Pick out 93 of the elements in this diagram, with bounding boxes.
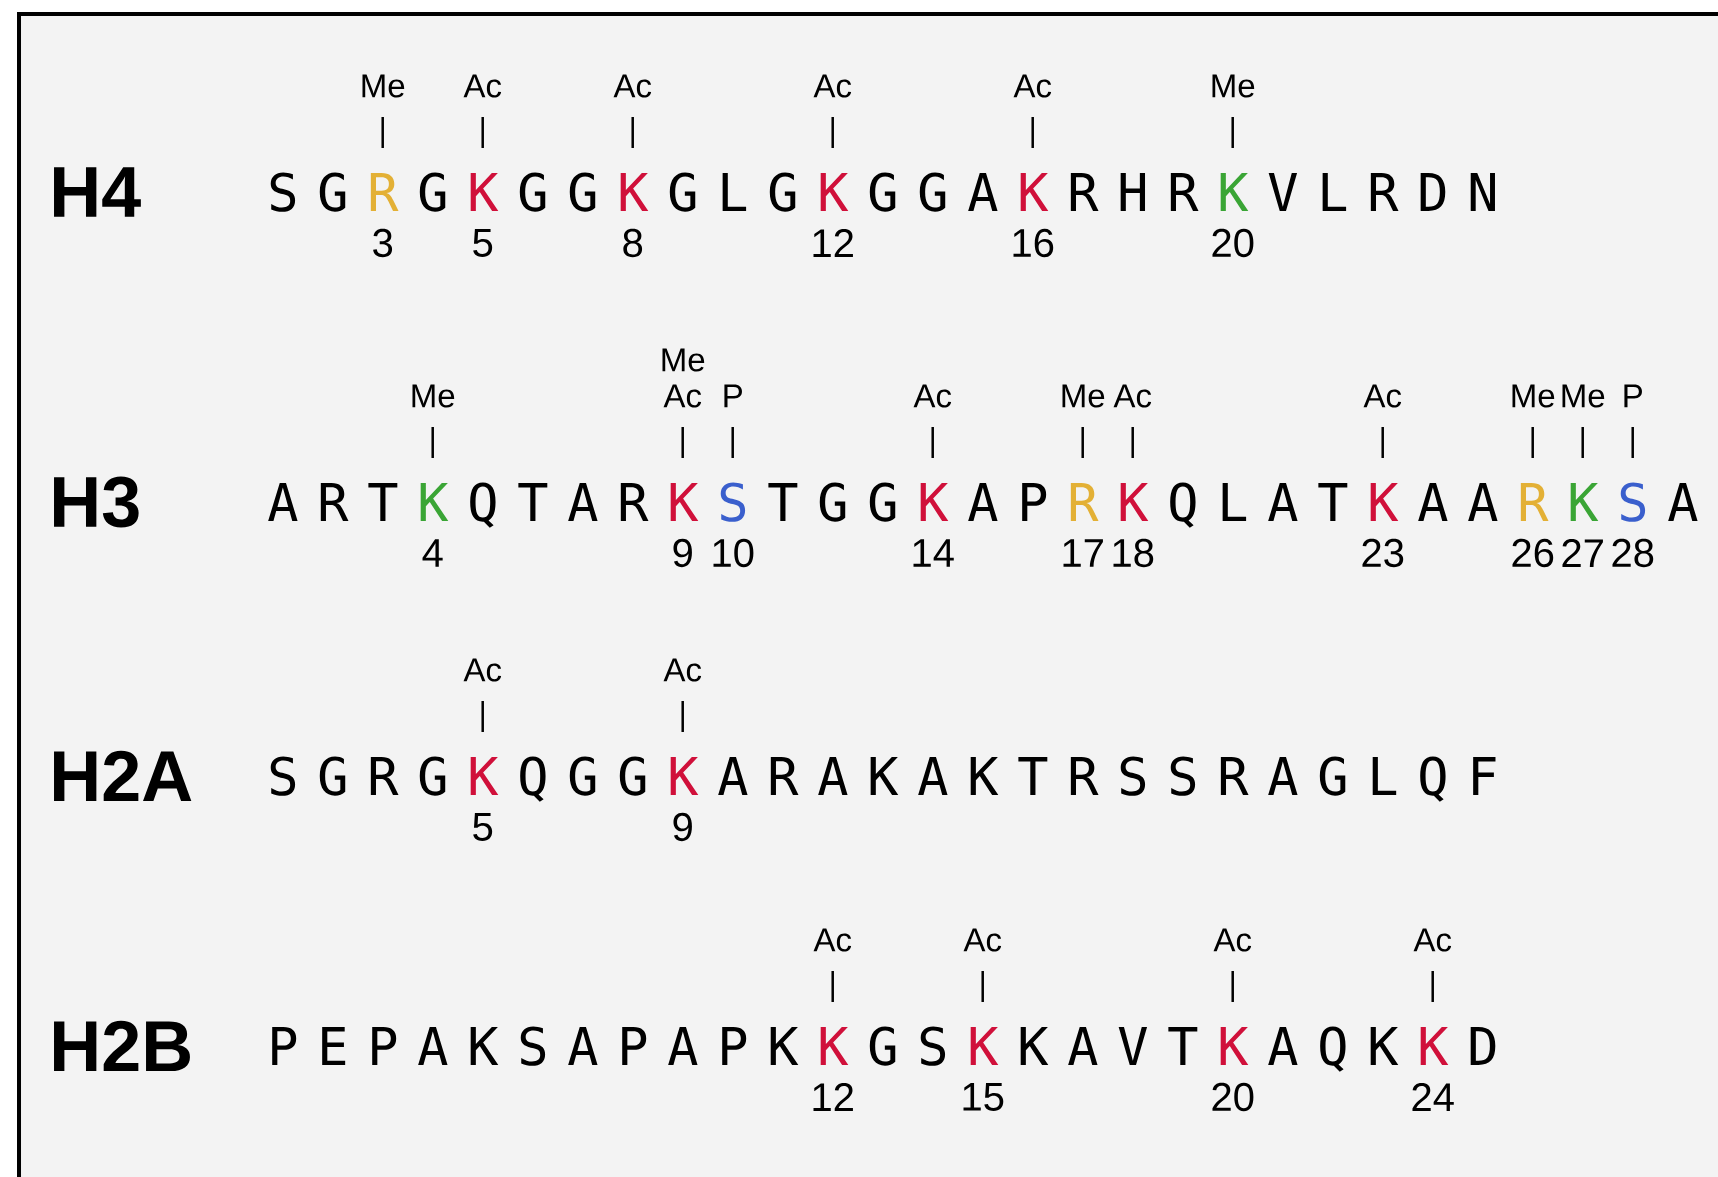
sequence-letters: A R A K A K T R S S R A G L Q F bbox=[718, 756, 1496, 802]
sequence-letters: D bbox=[1470, 1027, 1496, 1065]
sequence-letters: S G R G bbox=[270, 756, 446, 796]
modification-label: Ac bbox=[663, 658, 702, 732]
position-number: 20 bbox=[1212, 1082, 1254, 1112]
modification-label: Ac bbox=[1113, 384, 1152, 458]
position-number: 17 bbox=[1063, 539, 1103, 567]
position-number: 14 bbox=[913, 539, 954, 567]
modification-label: Ac bbox=[463, 74, 502, 148]
sequence-letters: K bbox=[470, 173, 499, 211]
sequence-letters: S bbox=[1620, 482, 1646, 522]
sequence-letters: K bbox=[670, 483, 699, 521]
modification-label: Ac bbox=[663, 384, 702, 458]
sequence-letters: K bbox=[420, 483, 449, 521]
sequence-letters: S G bbox=[270, 172, 346, 212]
sequence-letters: R bbox=[1070, 483, 1099, 521]
sequence-letters: G S bbox=[869, 1026, 946, 1066]
modification-label: Ac bbox=[1013, 74, 1052, 148]
sequence-letters: K bbox=[1220, 173, 1249, 211]
sequence-letters: K bbox=[1420, 1027, 1449, 1065]
histone-label: H3 bbox=[54, 476, 139, 528]
sequence-letters: P E P A K S A P A P K bbox=[272, 1026, 799, 1066]
sequence-letters: K bbox=[1120, 483, 1149, 521]
modification-label: Me bbox=[412, 384, 455, 458]
position-number: 28 bbox=[1612, 538, 1654, 568]
histone-label: H2A bbox=[54, 750, 192, 802]
position-number: 12 bbox=[813, 1083, 853, 1111]
modification-label: Me bbox=[1512, 384, 1555, 458]
sequence-letters: V L R D N bbox=[1268, 173, 1495, 211]
sequence-letters: K bbox=[620, 173, 649, 211]
sequence-letters: G G A bbox=[869, 172, 998, 212]
sequence-letters: K bbox=[1370, 483, 1399, 521]
sequence-letters: G G bbox=[519, 172, 596, 212]
sequence-letters: K bbox=[1570, 483, 1599, 521]
sequence-letters: Q T A R bbox=[470, 482, 649, 528]
position-number: 5 bbox=[473, 229, 493, 257]
histone-label: H4 bbox=[54, 167, 141, 217]
sequence-letters: K bbox=[1020, 173, 1049, 211]
sequence-letters: K bbox=[1220, 1027, 1249, 1065]
histone-label: H2B bbox=[54, 1020, 190, 1072]
modification-label: Ac bbox=[463, 658, 502, 732]
modification-label: Ac bbox=[1413, 928, 1452, 1002]
modification-label: Ac bbox=[813, 928, 852, 1002]
modification-label: P bbox=[1624, 384, 1642, 458]
modification-label: Me bbox=[1212, 74, 1255, 148]
modification-label: Ac bbox=[813, 74, 852, 148]
position-number: 5 bbox=[473, 813, 493, 841]
sequence-letters: K bbox=[820, 1027, 849, 1065]
sequence-letters: K bbox=[670, 757, 699, 795]
position-number: 9 bbox=[673, 538, 692, 568]
modification-label: Ac bbox=[1363, 384, 1402, 458]
modification-label: Me bbox=[1062, 384, 1105, 458]
modification-label: Ac bbox=[913, 384, 952, 458]
sequence-letters: K bbox=[820, 173, 849, 211]
sequence-letters: Q G G bbox=[520, 756, 646, 802]
position-number: 9 bbox=[673, 812, 692, 842]
position-number: 24 bbox=[1412, 1083, 1454, 1111]
position-number: 10 bbox=[713, 538, 754, 568]
sequence-letters: S bbox=[720, 482, 746, 522]
modification-label: Ac bbox=[1213, 928, 1252, 1002]
sequence-letters: A bbox=[1668, 483, 1698, 521]
modification-label: Ac bbox=[613, 74, 652, 148]
position-number: 15 bbox=[963, 1083, 1004, 1111]
sequence-letters: A P bbox=[968, 483, 1047, 521]
position-number: 12 bbox=[813, 229, 853, 257]
position-number: 16 bbox=[1013, 228, 1054, 258]
position-number: 20 bbox=[1212, 228, 1254, 258]
sequence-letters: A R T bbox=[268, 483, 398, 521]
modification-label: Me bbox=[1562, 384, 1605, 458]
sequence-letters: R H R bbox=[1070, 173, 1199, 211]
sequence-letters: Q L A T bbox=[1170, 482, 1348, 528]
sequence-letters: K bbox=[970, 1027, 999, 1065]
modification-label: Ac bbox=[963, 928, 1002, 1002]
position-number: 26 bbox=[1512, 538, 1554, 568]
position-number: 27 bbox=[1562, 539, 1603, 567]
modification-label: Me bbox=[362, 74, 405, 148]
sequence-letters: G bbox=[419, 172, 446, 212]
position-number: 18 bbox=[1113, 538, 1154, 568]
sequence-letters: G L G bbox=[669, 172, 796, 212]
sequence-letters: R bbox=[370, 173, 399, 211]
sequence-letters: A A bbox=[1418, 483, 1498, 521]
modification-label: Me bbox=[662, 348, 705, 372]
sequence-letters: K bbox=[920, 483, 949, 521]
position-number: 8 bbox=[623, 228, 643, 258]
position-number: 4 bbox=[422, 539, 443, 567]
sequence-letters: T G G bbox=[768, 482, 896, 522]
position-number: 3 bbox=[373, 228, 393, 258]
sequence-letters: K bbox=[470, 757, 499, 795]
position-number: 23 bbox=[1362, 538, 1404, 568]
sequence-letters: A Q K bbox=[1268, 1026, 1399, 1072]
sequence-letters: K A V T bbox=[1020, 1027, 1198, 1065]
modification-label: P bbox=[724, 384, 742, 458]
sequence-letters: R bbox=[1520, 483, 1549, 521]
